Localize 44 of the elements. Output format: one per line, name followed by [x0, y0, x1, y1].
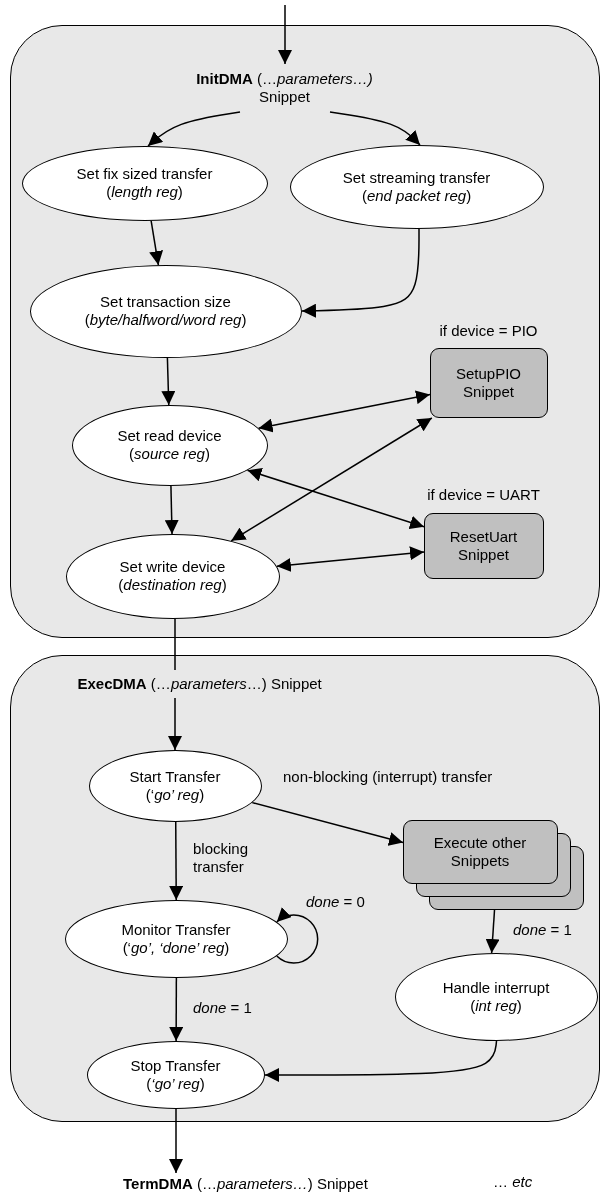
arrow — [168, 697, 182, 751]
heading-text: ExecDMA (…parameters…) Snippet — [77, 669, 430, 698]
edge-label: done = 0 — [306, 893, 365, 911]
edge-label: done = 1 — [193, 999, 252, 1017]
process-ellipse: Set write device (destination reg) — [65, 533, 280, 619]
snippet-panel — [10, 25, 600, 638]
condition-label: if device = PIO — [438, 321, 539, 340]
snippet-panel — [10, 655, 600, 1122]
arrow — [301, 228, 420, 318]
process-ellipse: Set transaction size (byte/halfword/word reg) — [29, 264, 302, 358]
arrow — [149, 220, 163, 266]
arrow — [161, 357, 176, 406]
arrow — [246, 467, 425, 530]
arrow — [230, 417, 433, 542]
condition-label: if device = UART — [426, 485, 541, 504]
arrow — [264, 1040, 498, 1082]
arrow — [169, 821, 184, 901]
arrow — [164, 485, 179, 535]
snippet-box: SetupPIO Snippet — [429, 347, 548, 418]
heading-text: TermDMA (…parameters…) Snippet — [123, 1173, 473, 1195]
process-ellipse: Stop Transfer (‘go’ reg) — [86, 1040, 265, 1109]
arrow — [278, 4, 292, 65]
process-ellipse: Start Transfer (‘go’ reg) — [88, 749, 262, 822]
arrow — [147, 111, 241, 147]
process-ellipse: Set streaming transfer (end packet reg) — [289, 144, 544, 229]
process-ellipse: Set read device (source reg) — [71, 404, 268, 486]
process-ellipse: Set fix sized transfer (length reg) — [21, 145, 268, 221]
arrow — [329, 111, 421, 146]
process-ellipse: Handle interrupt (int reg) — [394, 952, 598, 1041]
arrow — [169, 1108, 183, 1174]
edge-label: non-blocking (interrupt) transfer — [283, 768, 493, 786]
arrow — [169, 977, 184, 1042]
edge-label: done = 1 — [513, 921, 572, 939]
process-ellipse: Monitor Transfer (‘go’, ‘done’ reg) — [64, 899, 288, 978]
snippet-box: ResetUart Snippet — [423, 512, 544, 579]
self-loop-arrow — [276, 907, 319, 964]
arrow — [485, 909, 500, 954]
edge-label: blocking transfer — [193, 840, 250, 876]
heading-text: InitDMA (…parameters…) Snippet — [154, 63, 415, 112]
connector-line — [174, 618, 176, 671]
note-text: … etc — [493, 1173, 533, 1191]
arrow — [251, 801, 404, 846]
arrow — [276, 546, 425, 572]
arrow — [257, 390, 431, 433]
